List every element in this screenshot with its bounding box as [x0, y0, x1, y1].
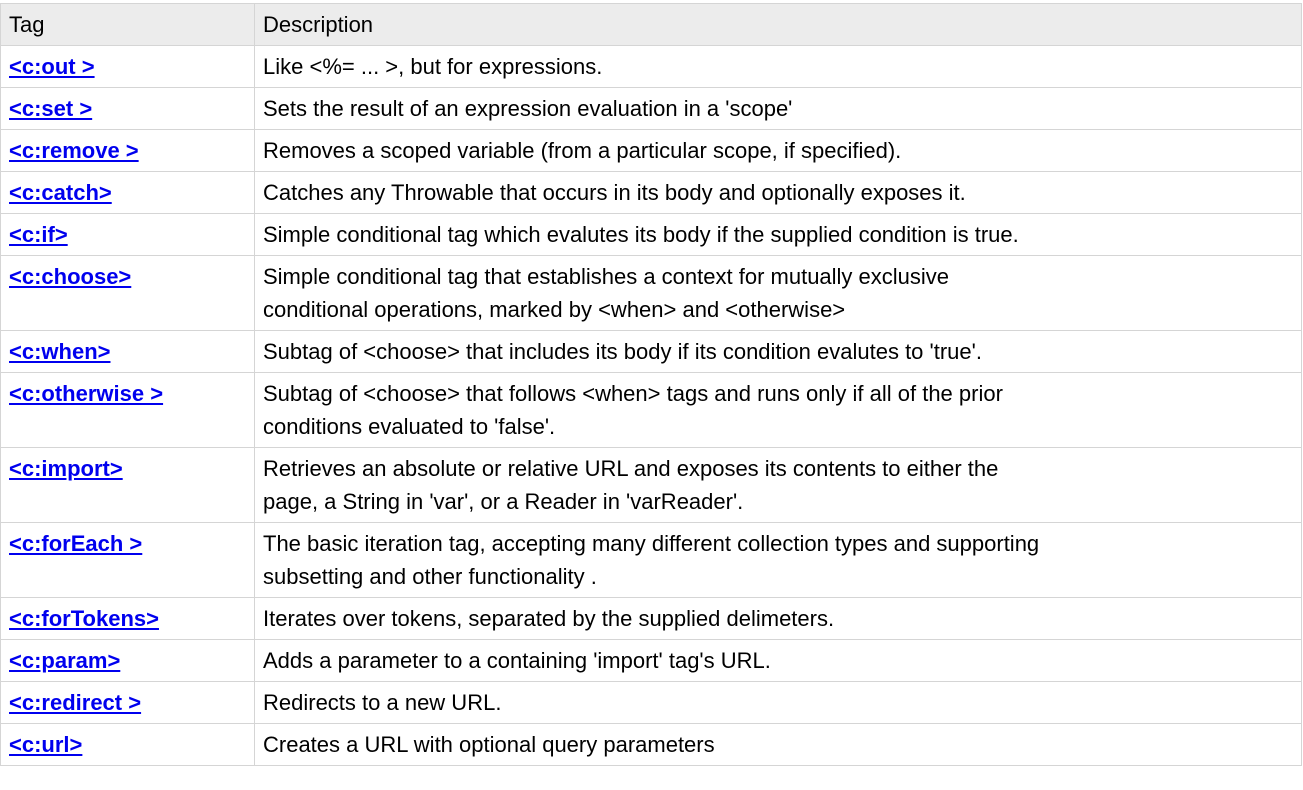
tag-cell: <c:remove >: [0, 129, 255, 172]
description-cell: Creates a URL with optional query parame…: [254, 723, 1302, 766]
table-row: <c:forTokens> Iterates over tokens, separ…: [0, 597, 1302, 640]
description-cell: Catches any Throwable that occurs in its…: [254, 171, 1302, 214]
tag-link[interactable]: <c:out >: [9, 54, 95, 79]
tag-link[interactable]: <c:forEach >: [9, 531, 143, 556]
description-cell: Subtag of <choose> that includes its bod…: [254, 330, 1302, 373]
description-cell: Sets the result of an expression evaluat…: [254, 87, 1302, 130]
tag-link[interactable]: <c:import>: [9, 456, 123, 481]
column-header-tag: Tag: [0, 3, 255, 46]
table-row: <c:forEach > The basic iteration tag, acc…: [0, 522, 1302, 598]
table-row: <c:import> Retrieves an absolute or relat…: [0, 447, 1302, 523]
table-row: <c:set > Sets the result of an expression…: [0, 87, 1302, 130]
tag-cell: <c:set >: [0, 87, 255, 130]
table-row: <c:redirect > Redirects to a new URL.: [0, 681, 1302, 724]
tag-cell: <c:forTokens>: [0, 597, 255, 640]
tag-link[interactable]: <c:choose>: [9, 264, 132, 289]
tag-link[interactable]: <c:set >: [9, 96, 93, 121]
tag-link[interactable]: <c:forTokens>: [9, 606, 159, 631]
description-cell: Simple conditional tag which evalutes it…: [254, 213, 1302, 256]
description-cell: The basic iteration tag, accepting many …: [254, 522, 1302, 598]
tag-cell: <c:forEach >: [0, 522, 255, 598]
tag-cell: <c:otherwise >: [0, 372, 255, 448]
tag-cell: <c:when>: [0, 330, 255, 373]
description-cell: Simple conditional tag that establishes …: [254, 255, 1302, 331]
tag-cell: <c:if>: [0, 213, 255, 256]
table-row: <c:if> Simple conditional tag which evalu…: [0, 213, 1302, 256]
table-row: <c:param> Adds a parameter to a containin…: [0, 639, 1302, 682]
table-row: <c:catch> Catches any Throwable that occu…: [0, 171, 1302, 214]
tag-cell: <c:out >: [0, 45, 255, 88]
tag-cell: <c:url>: [0, 723, 255, 766]
tag-cell: <c:redirect >: [0, 681, 255, 724]
table-row: <c:choose> Simple conditional tag that es…: [0, 255, 1302, 331]
tag-cell: <c:import>: [0, 447, 255, 523]
tag-link[interactable]: <c:redirect >: [9, 690, 142, 715]
tag-link[interactable]: <c:otherwise >: [9, 381, 164, 406]
table-row: <c:otherwise > Subtag of <choose> that fo…: [0, 372, 1302, 448]
column-header-description: Description: [254, 3, 1302, 46]
description-cell: Retrieves an absolute or relative URL an…: [254, 447, 1302, 523]
table-body: <c:out > Like <%= ... >, but for expressi…: [0, 45, 1302, 766]
tag-link[interactable]: <c:remove >: [9, 138, 139, 163]
description-cell: Adds a parameter to a containing 'import…: [254, 639, 1302, 682]
tag-cell: <c:catch>: [0, 171, 255, 214]
tag-link[interactable]: <c:param>: [9, 648, 121, 673]
description-cell: Redirects to a new URL.: [254, 681, 1302, 724]
table-row: <c:when> Subtag of <choose> that includes…: [0, 330, 1302, 373]
table-row: <c:remove > Removes a scoped variable (fr…: [0, 129, 1302, 172]
description-cell: Like <%= ... >, but for expressions.: [254, 45, 1302, 88]
table-header: Tag Description: [0, 3, 1302, 46]
description-cell: Removes a scoped variable (from a partic…: [254, 129, 1302, 172]
tag-link[interactable]: <c:when>: [9, 339, 111, 364]
description-cell: Iterates over tokens, separated by the s…: [254, 597, 1302, 640]
table-row: <c:url> Creates a URL with optional query…: [0, 723, 1302, 766]
tag-link[interactable]: <c:catch>: [9, 180, 112, 205]
tag-cell: <c:param>: [0, 639, 255, 682]
tag-link[interactable]: <c:url>: [9, 732, 83, 757]
tag-cell: <c:choose>: [0, 255, 255, 331]
description-cell: Subtag of <choose> that follows <when> t…: [254, 372, 1302, 448]
table-row: <c:out > Like <%= ... >, but for expressi…: [0, 45, 1302, 88]
tag-link[interactable]: <c:if>: [9, 222, 68, 247]
header-row: Tag Description: [0, 3, 1302, 46]
jstl-core-tags-table: Tag Description <c:out > Like <%= ... >, …: [0, 3, 1302, 766]
